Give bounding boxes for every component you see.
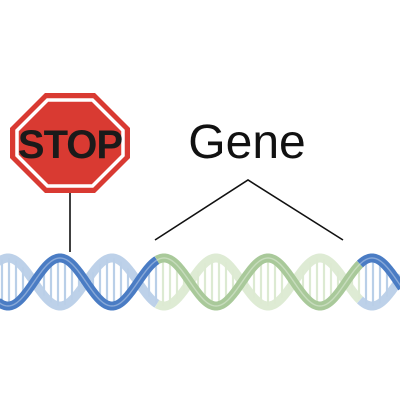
stop-sign-icon: STOP bbox=[10, 93, 130, 193]
dna-strand-highlight bbox=[359, 257, 400, 287]
dna-front-strand-regulatory bbox=[356, 253, 400, 291]
dna-back-strand-regulatory bbox=[356, 273, 400, 311]
gene-label: Gene bbox=[188, 116, 305, 169]
dna-double-helix-icon bbox=[0, 253, 400, 311]
dna-front-strand-gene bbox=[154, 253, 364, 311]
stop-sign-ring bbox=[15, 98, 125, 188]
dna-back-strand-regulatory bbox=[0, 253, 160, 311]
dna-strand-highlight bbox=[156, 257, 361, 307]
stop-sign-outer bbox=[10, 93, 130, 193]
stop-sign-label: STOP bbox=[18, 123, 123, 167]
gene-bracket bbox=[154, 179, 344, 241]
dna-front-strand-regulatory bbox=[0, 253, 160, 311]
dna-strand-highlight bbox=[0, 257, 158, 307]
